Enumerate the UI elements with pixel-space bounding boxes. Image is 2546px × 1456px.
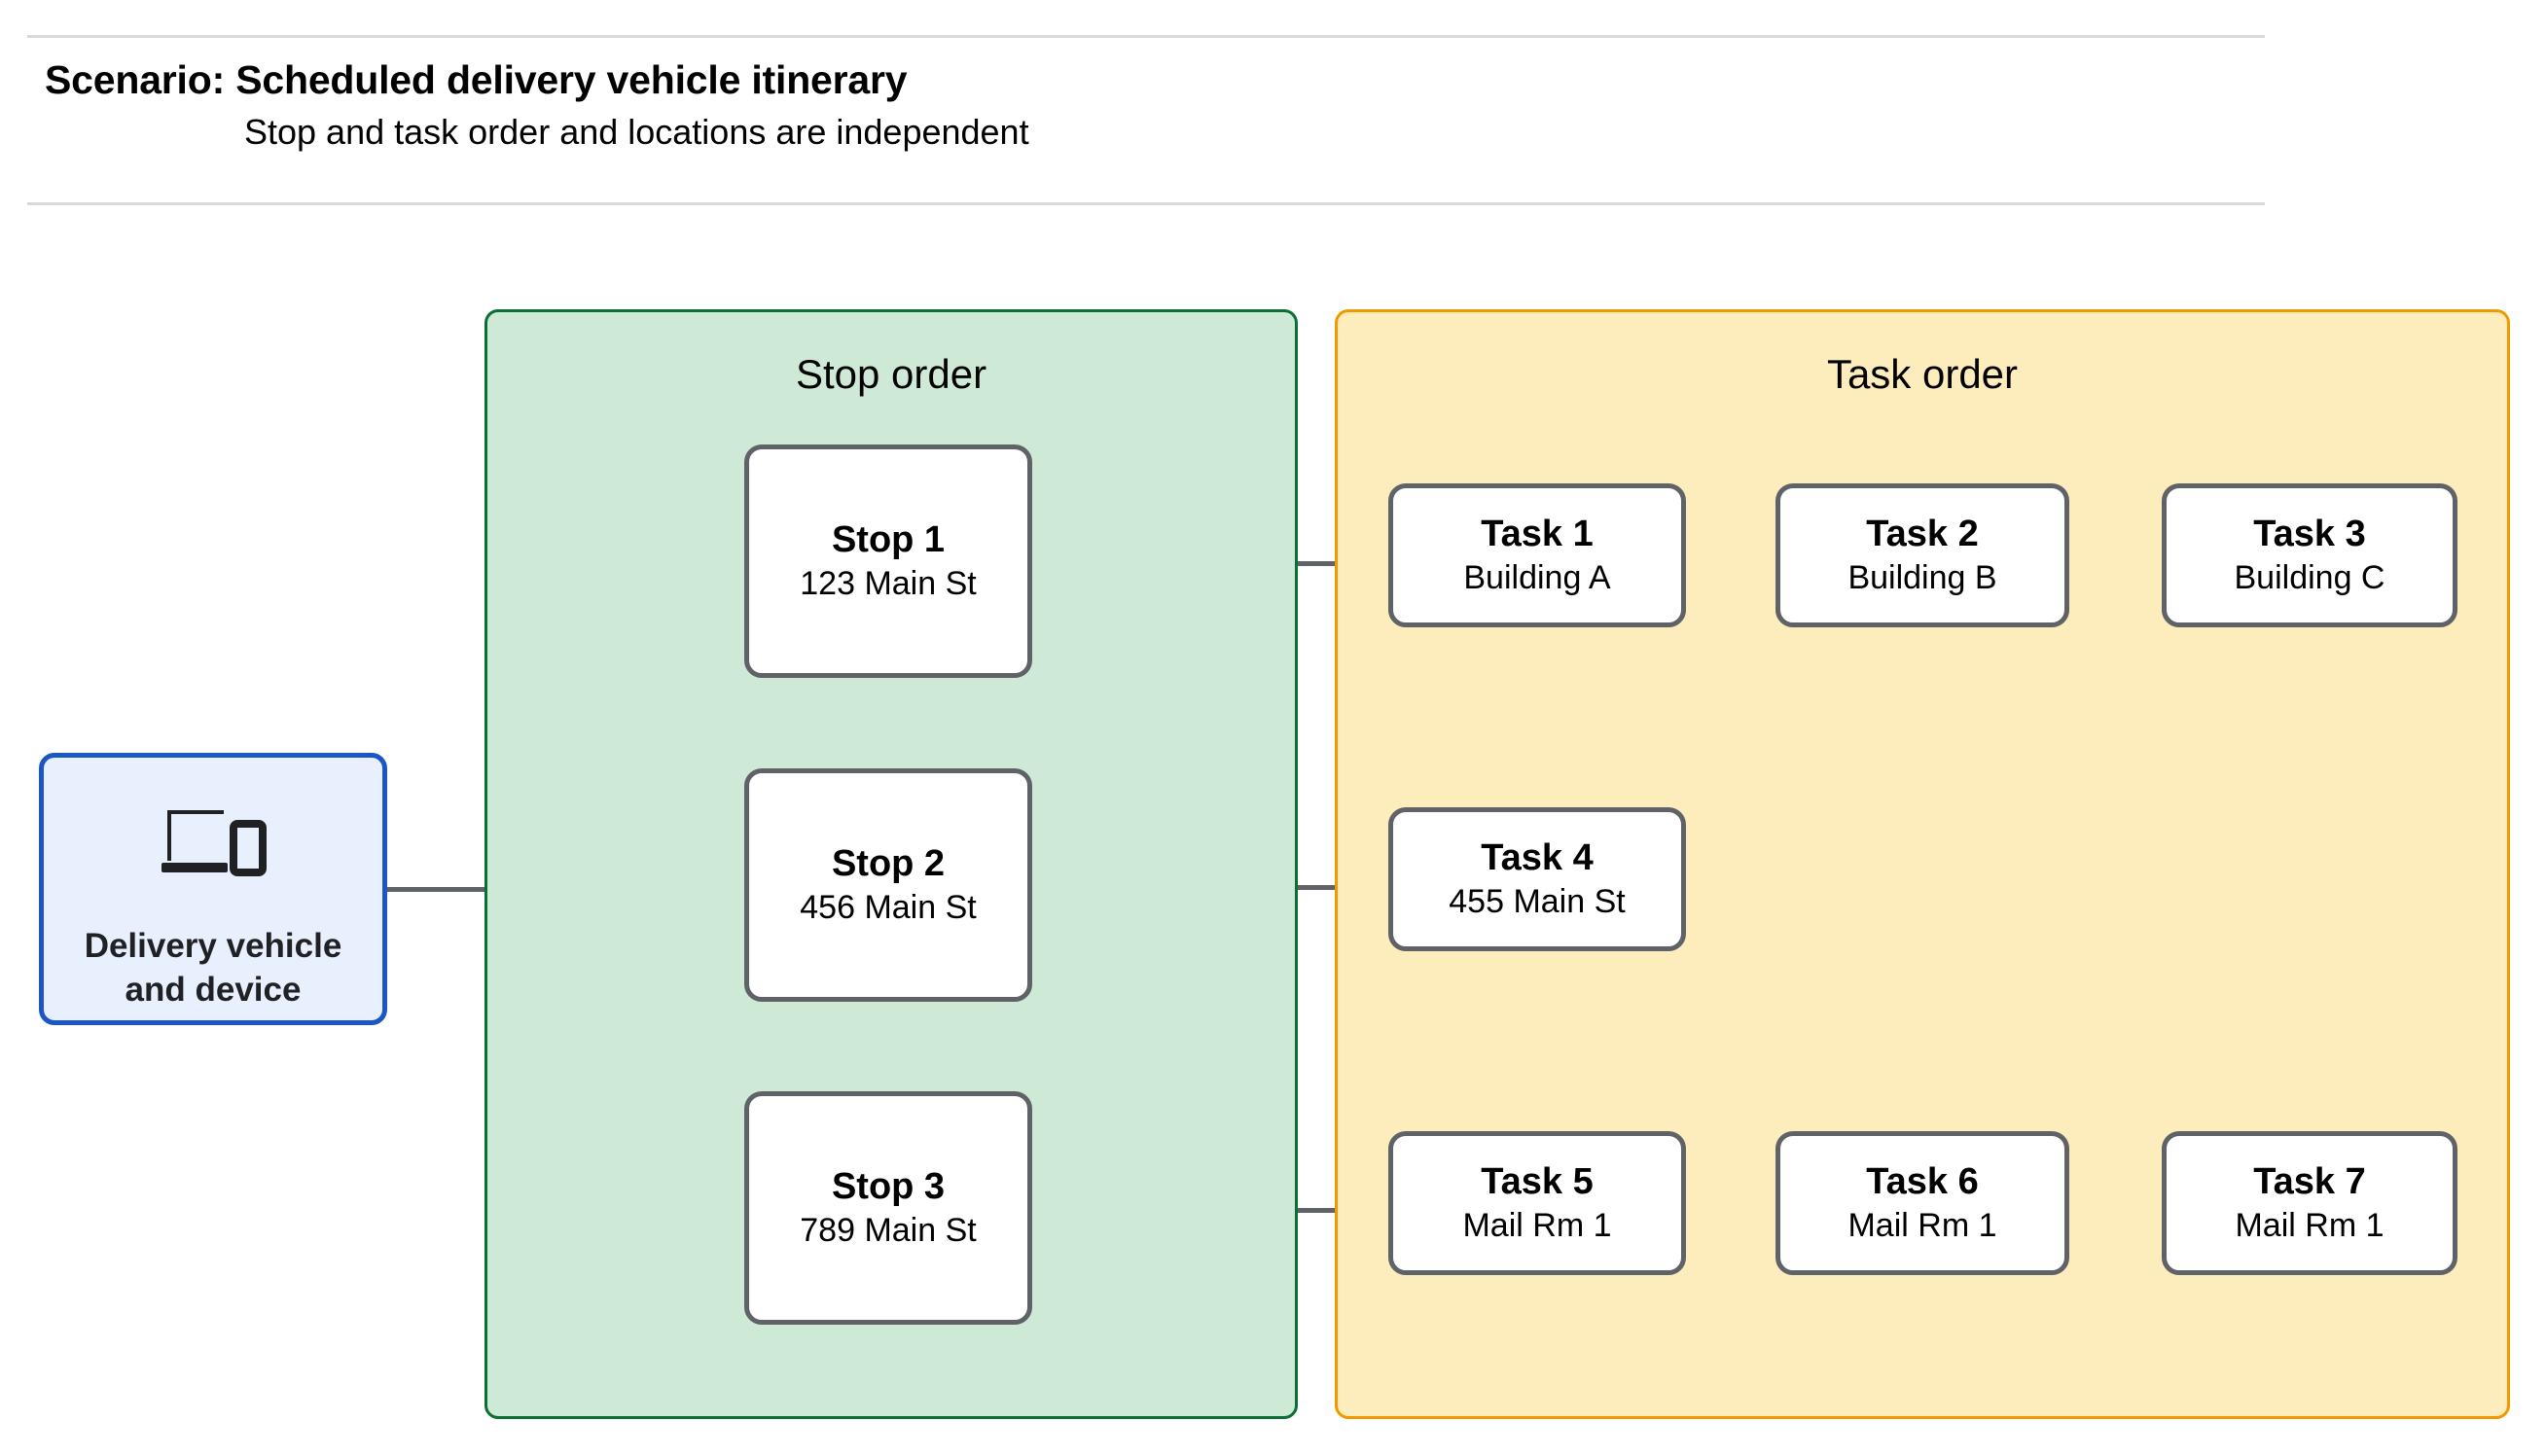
device-label-line-1: Delivery vehicle	[84, 927, 342, 965]
task-node-2-title: Task 2	[1866, 513, 1979, 554]
device-label: Delivery vehicle and device	[85, 925, 342, 1012]
header-divider-top	[27, 35, 2265, 38]
task-node-7-title: Task 7	[2253, 1160, 2366, 1202]
task-node-5-location: Mail Rm 1	[1462, 1207, 1612, 1245]
task-node-4[interactable]: Task 4 455 Main St	[1388, 807, 1686, 951]
header-text-block: Scenario: Scheduled delivery vehicle iti…	[45, 56, 1990, 154]
task-node-4-location: 455 Main St	[1449, 883, 1626, 921]
connector-device-to-trunk	[387, 887, 551, 892]
task-node-1-location: Building A	[1463, 559, 1611, 597]
task-node-6-title: Task 6	[1866, 1160, 1979, 1202]
task-node-1[interactable]: Task 1 Building A	[1388, 483, 1686, 627]
task-node-1-title: Task 1	[1481, 513, 1594, 554]
task-node-2-location: Building B	[1847, 559, 1997, 597]
task-node-6[interactable]: Task 6 Mail Rm 1	[1775, 1131, 2069, 1275]
task-node-6-location: Mail Rm 1	[1847, 1207, 1997, 1245]
stop-node-1-title: Stop 1	[831, 518, 946, 560]
stop-node-1[interactable]: Stop 1 123 Main St	[744, 444, 1032, 678]
task-node-2[interactable]: Task 2 Building B	[1775, 483, 2069, 627]
device-label-line-2: and device	[125, 970, 302, 1009]
task-node-7[interactable]: Task 7 Mail Rm 1	[2162, 1131, 2457, 1275]
stop-node-3-address: 789 Main St	[800, 1212, 977, 1250]
task-node-3[interactable]: Task 3 Building C	[2162, 483, 2457, 627]
stop-node-1-address: 123 Main St	[800, 565, 977, 603]
devices-laptop-phone-icon	[161, 810, 267, 876]
task-node-3-location: Building C	[2234, 559, 2385, 597]
stop-node-2-title: Stop 2	[831, 842, 946, 884]
stop-node-2[interactable]: Stop 2 456 Main St	[744, 768, 1032, 1002]
header-divider-bottom	[27, 202, 2265, 205]
task-node-3-title: Task 3	[2253, 513, 2366, 554]
task-order-panel-title: Task order	[1826, 351, 2019, 397]
task-node-7-location: Mail Rm 1	[2235, 1207, 2385, 1245]
stop-node-2-address: 456 Main St	[800, 889, 977, 927]
stop-node-3-title: Stop 3	[831, 1165, 946, 1207]
scenario-subtitle: Stop and task order and locations are in…	[244, 112, 1029, 153]
task-node-5-title: Task 5	[1481, 1160, 1594, 1202]
scenario-title: Scenario: Scheduled delivery vehicle iti…	[45, 57, 908, 102]
task-node-5[interactable]: Task 5 Mail Rm 1	[1388, 1131, 1686, 1275]
delivery-vehicle-and-device-node[interactable]: Delivery vehicle and device	[39, 753, 387, 1025]
stop-node-3[interactable]: Stop 3 789 Main St	[744, 1091, 1032, 1325]
stop-order-panel-title: Stop order	[795, 351, 987, 397]
task-node-4-title: Task 4	[1481, 836, 1594, 878]
